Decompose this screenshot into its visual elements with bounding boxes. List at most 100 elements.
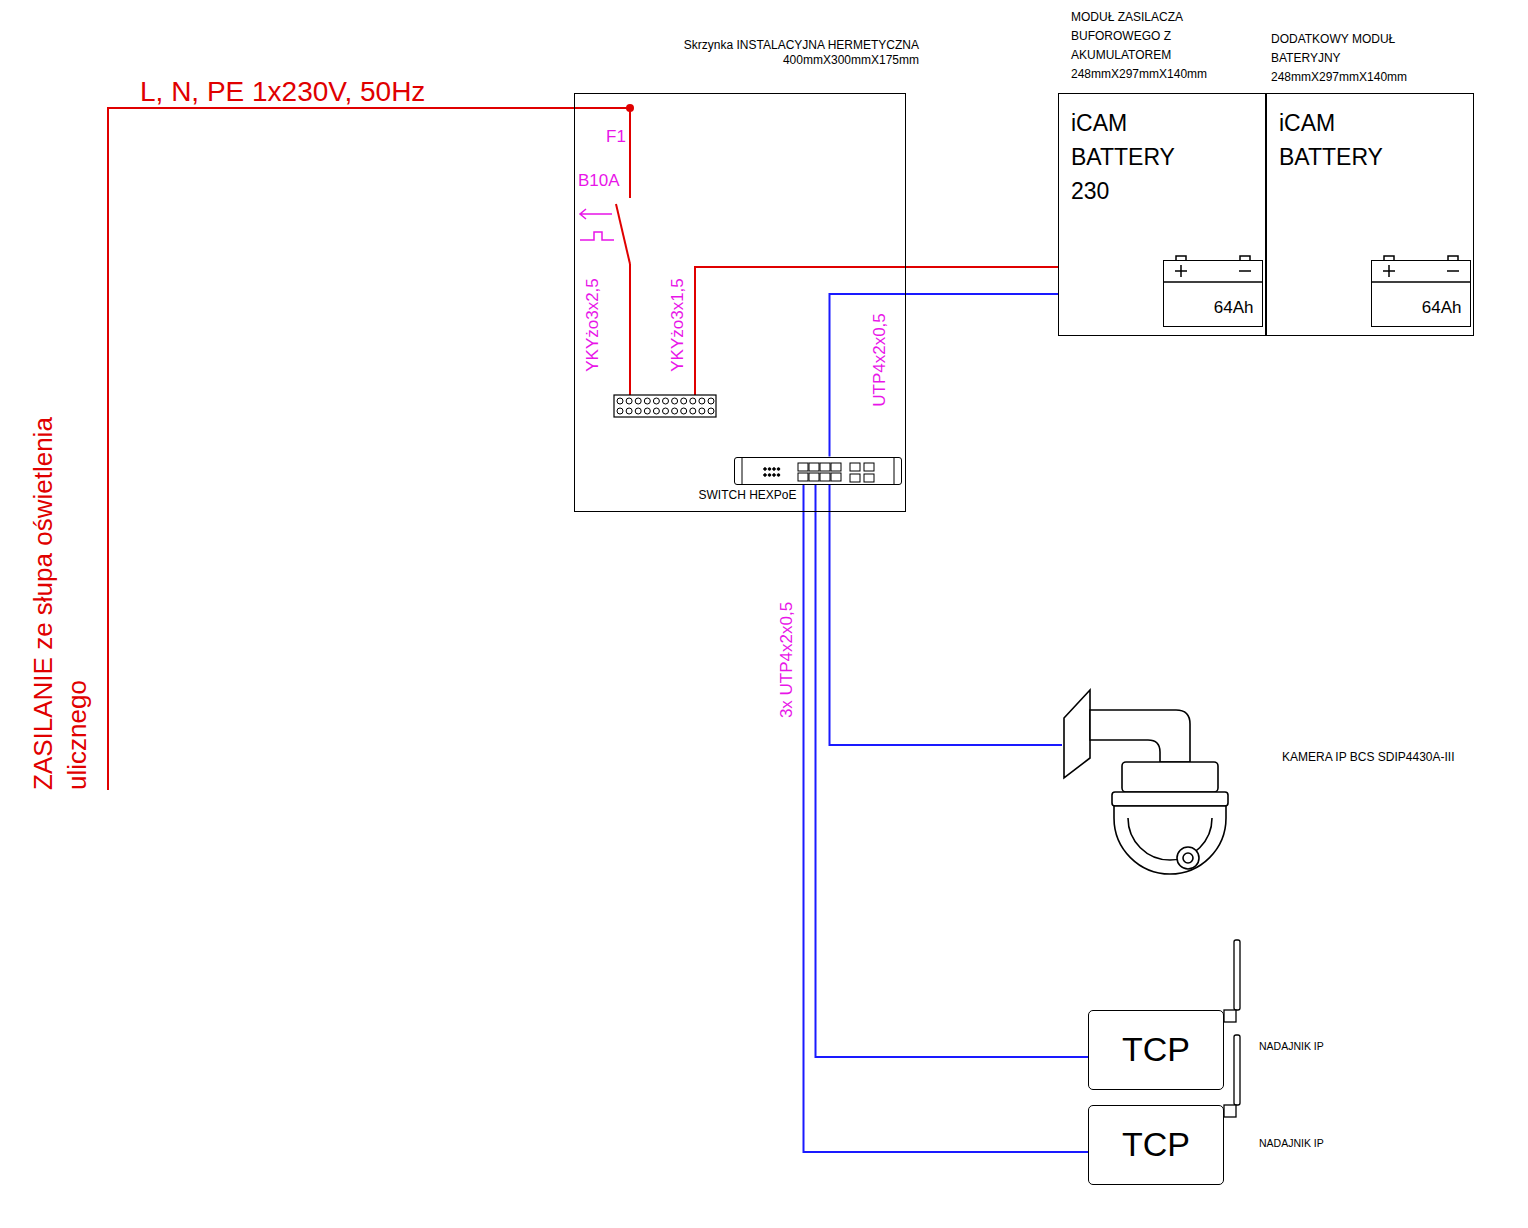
terminal-hole bbox=[672, 398, 678, 404]
ethernet-port bbox=[798, 473, 808, 481]
ethernet-port bbox=[820, 473, 830, 481]
box-text: 64Ah bbox=[1422, 298, 1462, 318]
enclosure-box: Skrzynka INSTALACYJNA HERMETYCZNA 400mmX… bbox=[574, 93, 906, 512]
box-text: TCP bbox=[1089, 1122, 1223, 1166]
camera-housing bbox=[1122, 762, 1218, 792]
battery-module: DODATKOWY MODUŁ BATERYJNY 248mmX297mmX14… bbox=[1266, 93, 1474, 336]
utp-cable bbox=[804, 485, 1089, 1153]
camera-lens-inner bbox=[1183, 853, 1193, 863]
terminal-hole bbox=[690, 408, 696, 414]
breaker-trip-symbol bbox=[580, 209, 614, 240]
terminal-hole bbox=[681, 408, 687, 414]
terminal-hole bbox=[708, 408, 714, 414]
supply-label: L, N, PE 1x230V, 50Hz bbox=[140, 76, 425, 108]
terminal-hole bbox=[681, 398, 687, 404]
terminal-hole bbox=[653, 398, 659, 404]
switch-led bbox=[773, 468, 776, 471]
ups-module: MODUŁ ZASILACZA BUFOROWEGO Z AKUMULATORE… bbox=[1058, 93, 1266, 336]
cable-label: B10A bbox=[578, 171, 620, 191]
power-cable bbox=[906, 266, 1058, 268]
sfp-port bbox=[850, 474, 860, 482]
box-text: iCAM BATTERY 230 bbox=[1071, 106, 1196, 208]
switch-end-lines bbox=[742, 457, 894, 485]
battery-terminal-band bbox=[1163, 281, 1471, 283]
box-text: NADAJNIK IP bbox=[1259, 1039, 1324, 1053]
minus-sign bbox=[1239, 270, 1459, 272]
terminal-hole bbox=[617, 408, 623, 414]
box-heading: MODUŁ ZASILACZA BUFOROWEGO Z AKUMULATORE… bbox=[1071, 8, 1206, 84]
terminal-hole bbox=[635, 398, 641, 404]
ethernet-port bbox=[820, 463, 830, 471]
sfp-port bbox=[864, 474, 874, 482]
antenna-base bbox=[1224, 1105, 1236, 1117]
switch-ports bbox=[798, 463, 841, 481]
ethernet-port bbox=[831, 473, 841, 481]
breaker-output-wire bbox=[629, 264, 631, 395]
camera-wall-plate bbox=[1064, 690, 1090, 778]
terminal-hole bbox=[644, 408, 650, 414]
ethernet-port bbox=[798, 463, 808, 471]
camera-ring bbox=[1112, 792, 1228, 806]
box-text: SWITCH HEXPoE bbox=[698, 488, 796, 502]
plus-sign bbox=[1175, 265, 1395, 277]
cable-label: UTP4x2x0,5 bbox=[870, 313, 890, 407]
box-text: Skrzynka INSTALACYJNA HERMETYCZNA 400mmX… bbox=[669, 38, 919, 68]
switch-led bbox=[777, 474, 780, 477]
terminal-hole bbox=[653, 408, 659, 414]
terminal-hole bbox=[690, 398, 696, 404]
terminal-strip bbox=[614, 395, 716, 417]
terminal-hole bbox=[699, 408, 705, 414]
sfp-port bbox=[850, 463, 860, 471]
switch-led bbox=[768, 474, 771, 477]
camera-lens bbox=[1177, 847, 1199, 869]
antenna-rod bbox=[1234, 1035, 1240, 1105]
trip-hook bbox=[580, 232, 614, 240]
box-text: TCP bbox=[1089, 1027, 1223, 1071]
cable-label: F1 bbox=[606, 127, 626, 147]
utp-cable bbox=[830, 485, 1063, 746]
terminal-hole bbox=[663, 408, 669, 414]
ethernet-port bbox=[809, 463, 819, 471]
ethernet-port bbox=[831, 463, 841, 471]
box-text: 64Ah bbox=[1214, 298, 1254, 318]
junction-dot bbox=[626, 104, 634, 112]
ip-transmitter: TCPNADAJNIK IP bbox=[1088, 1010, 1224, 1090]
antenna-rod bbox=[1234, 940, 1240, 1010]
supply-line bbox=[108, 108, 630, 790]
box-text: KAMERA IP BCS SDIP4430A-III bbox=[1282, 750, 1455, 764]
switch-led bbox=[773, 474, 776, 477]
antennas bbox=[1224, 940, 1240, 1117]
breaker-blade bbox=[616, 204, 630, 264]
utp-cable bbox=[816, 485, 1089, 1058]
cable-label: YKYżo3x1,5 bbox=[668, 278, 688, 372]
terminal-hole bbox=[617, 398, 623, 404]
terminal-strip-body bbox=[614, 395, 716, 417]
poe-switch: SWITCH HEXPoE bbox=[734, 457, 902, 485]
camera-dome bbox=[1114, 806, 1226, 874]
terminal-hole bbox=[699, 398, 705, 404]
ip-transmitter: TCPNADAJNIK IP bbox=[1088, 1105, 1224, 1185]
terminal-hole bbox=[635, 408, 641, 414]
switch-details bbox=[742, 457, 894, 485]
box-text: NADAJNIK IP bbox=[1259, 1136, 1324, 1150]
camera-arm bbox=[1090, 710, 1190, 762]
box-text: iCAM BATTERY bbox=[1279, 106, 1404, 174]
cable-label: 3x UTP4x2x0,5 bbox=[777, 602, 797, 718]
supply-wiring bbox=[108, 108, 906, 790]
switch-led bbox=[764, 474, 767, 477]
terminal-hole bbox=[708, 398, 714, 404]
terminal-hole bbox=[663, 398, 669, 404]
box-heading: DODATKOWY MODUŁ BATERYJNY 248mmX297mmX14… bbox=[1271, 30, 1406, 87]
terminal-hole bbox=[672, 408, 678, 414]
sfp-port bbox=[864, 463, 874, 471]
switch-led bbox=[777, 468, 780, 471]
ethernet-port bbox=[809, 473, 819, 481]
antenna-base bbox=[1224, 1010, 1236, 1022]
terminal-hole bbox=[626, 408, 632, 414]
ip-camera: KAMERA IP BCS SDIP4430A-III bbox=[1062, 688, 1245, 885]
supply-label: ZASILANIE ze słupa oświetlenia ulicznego bbox=[26, 350, 94, 790]
terminal-holes bbox=[617, 398, 714, 414]
phase-wire bbox=[629, 108, 631, 198]
ptz-camera bbox=[1064, 690, 1228, 874]
